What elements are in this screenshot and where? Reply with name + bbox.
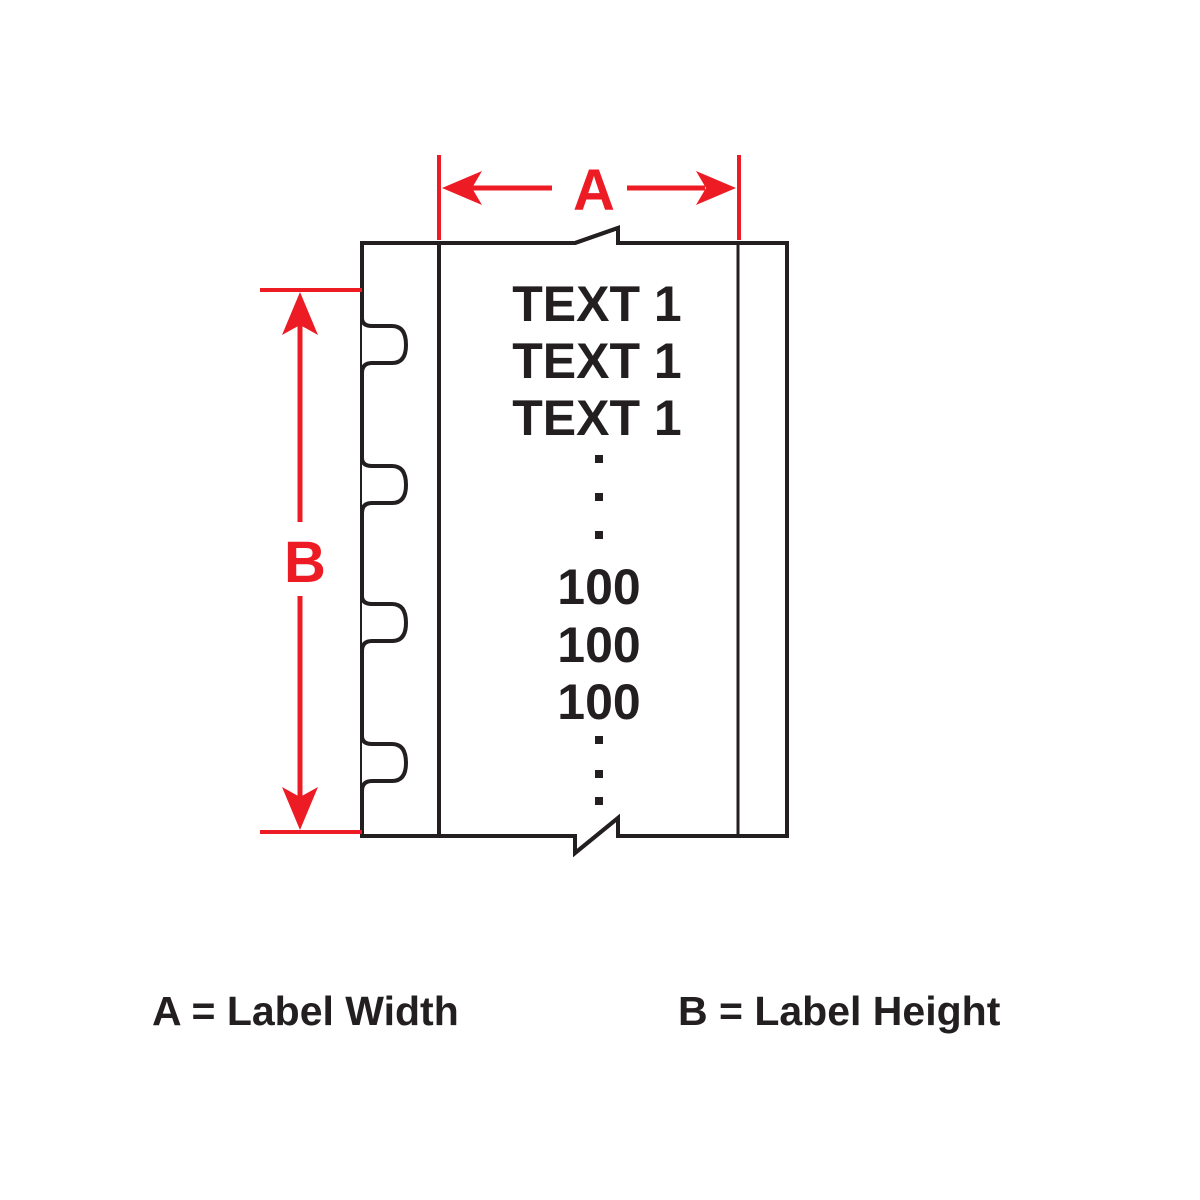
dim-a-right-arrowhead-icon (696, 171, 736, 205)
text-line-3: TEXT 1 (512, 390, 681, 446)
ellipsis-dot (595, 736, 603, 744)
number-line-2: 100 (557, 617, 640, 673)
sprocket-edge (360, 243, 409, 836)
label-outline (360, 225, 789, 858)
number-line-1: 100 (557, 559, 640, 615)
number-line-3: 100 (557, 674, 640, 730)
bottom-break-mark (565, 813, 625, 858)
break-marks (565, 225, 625, 858)
ellipsis-dot (595, 770, 603, 778)
ellipsis-dot (595, 455, 603, 463)
dim-b-up-arrowhead-icon (282, 292, 318, 335)
dim-b-down-arrowhead-icon (282, 787, 318, 830)
ellipsis-dot (595, 797, 603, 805)
dimension-a (437, 155, 741, 240)
legend-a: A = Label Width (152, 988, 459, 1034)
dimension-a-letter: A (573, 158, 615, 223)
dim-a-left-arrowhead-icon (442, 171, 482, 205)
ellipsis-dot (595, 493, 603, 501)
dimension-b (260, 288, 362, 834)
top-break-mark (570, 225, 625, 245)
legend-b: B = Label Height (678, 988, 1001, 1034)
label-printed-content: TEXT 1 TEXT 1 TEXT 1 100 100 100 (512, 276, 682, 805)
dimension-b-letter: B (284, 530, 326, 595)
ellipsis-dot (595, 531, 603, 539)
text-line-2: TEXT 1 (512, 333, 681, 389)
text-line-1: TEXT 1 (512, 276, 681, 332)
